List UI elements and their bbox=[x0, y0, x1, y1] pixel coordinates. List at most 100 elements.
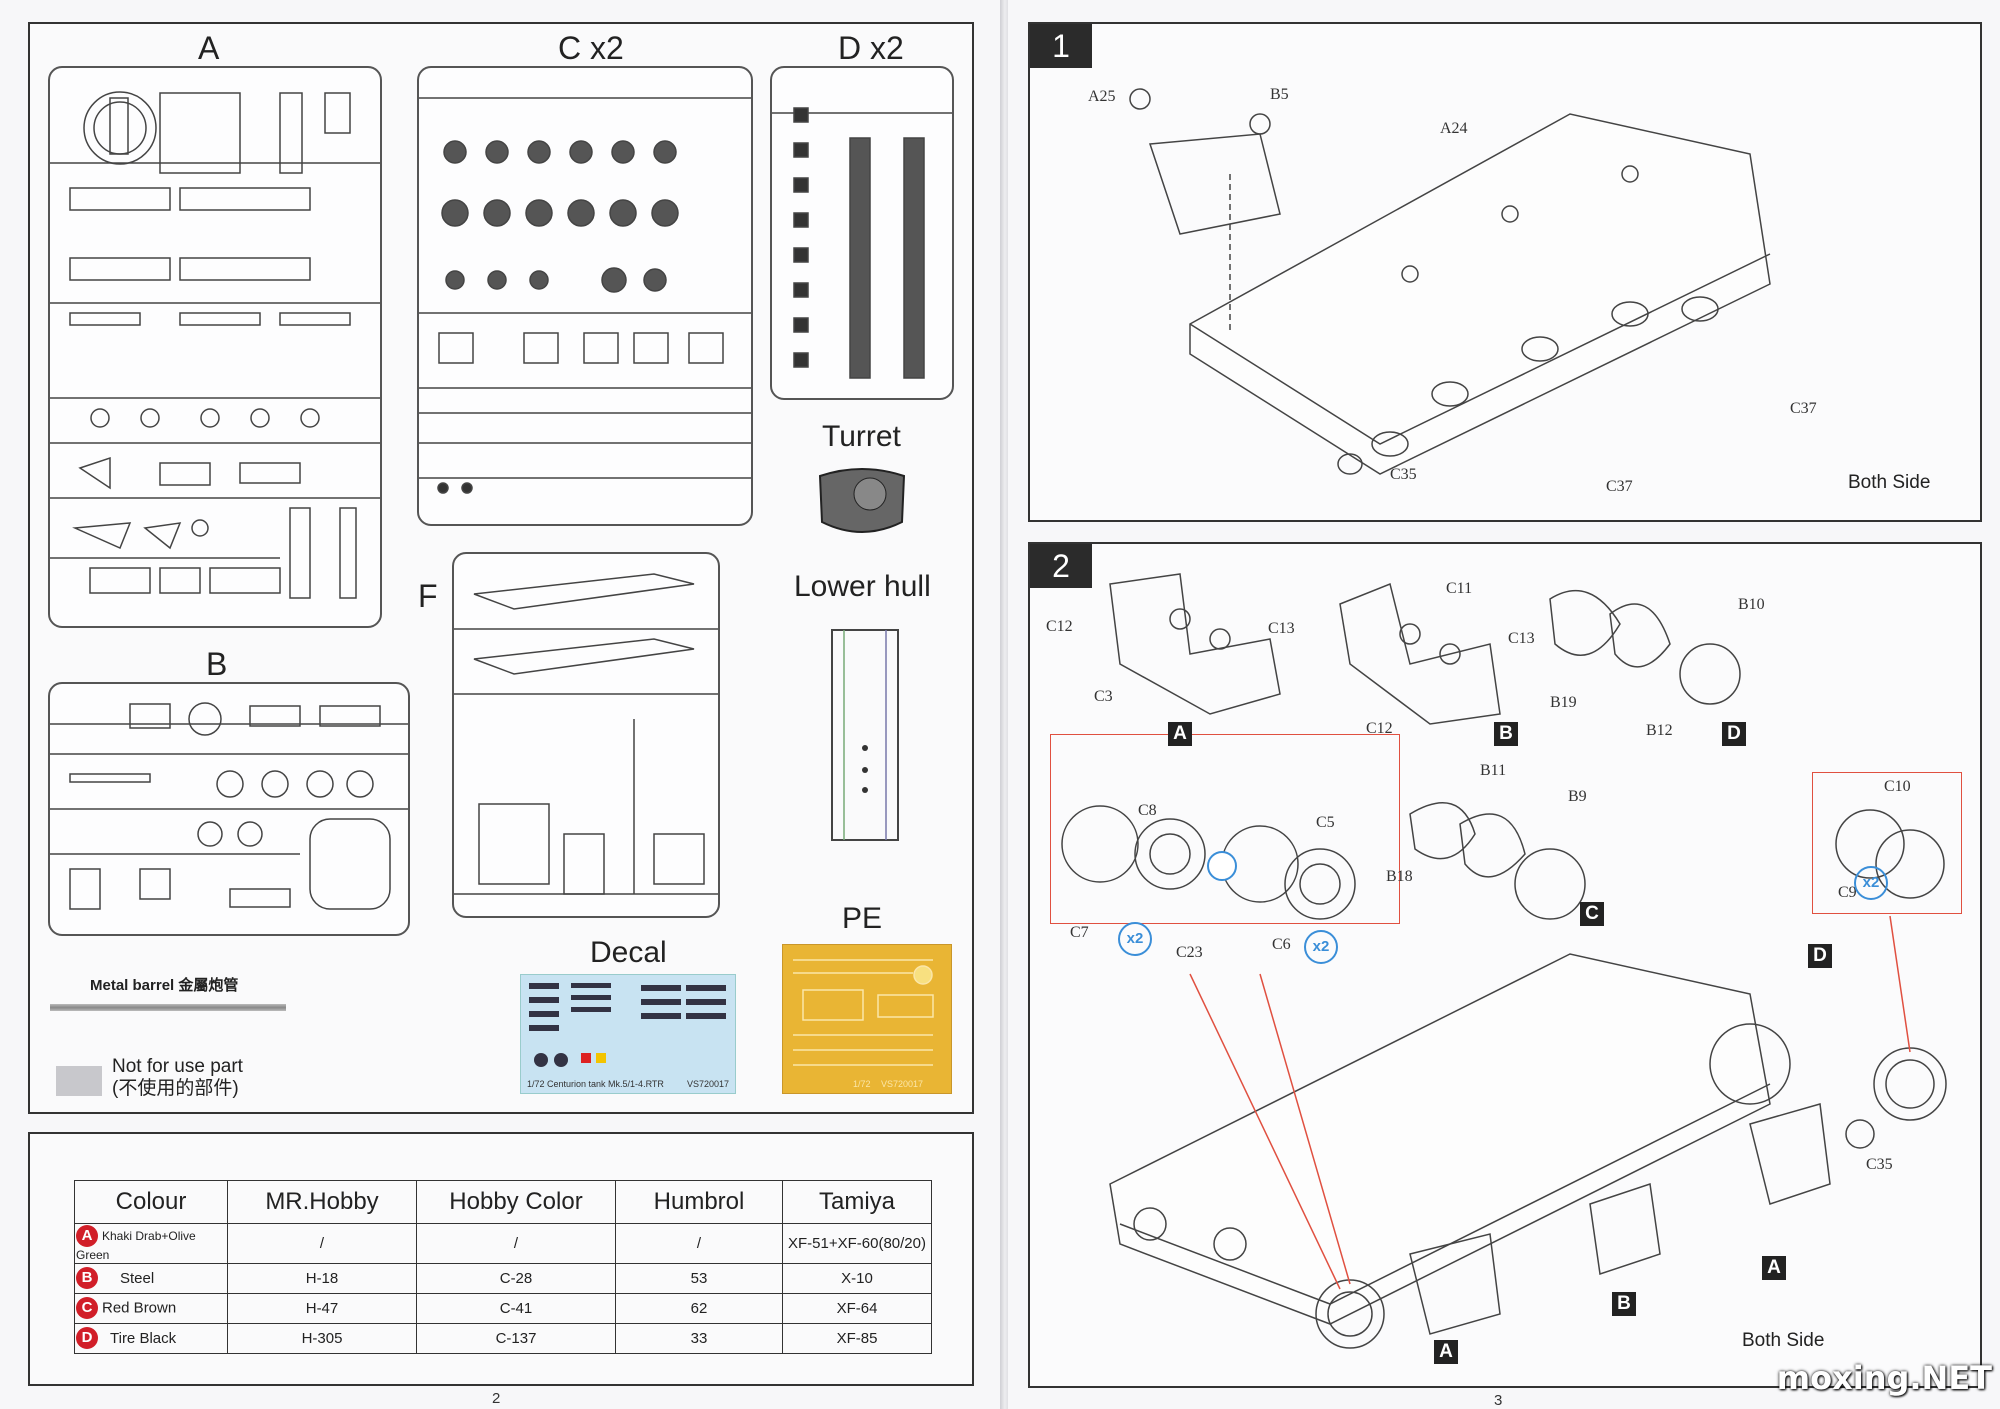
header-humbrol: Humbrol bbox=[615, 1180, 783, 1224]
colour-letter-badge: B bbox=[76, 1267, 98, 1290]
decal-sheet: 1/72 Centurion tank Mk.5/1-4.RTR VS72001… bbox=[520, 974, 736, 1094]
humbrol-cell: / bbox=[615, 1223, 783, 1264]
not-for-use-line2: (不使用的部件) bbox=[112, 1078, 239, 1099]
callout-c35: C35 bbox=[1390, 466, 1417, 483]
left-page: A bbox=[0, 0, 1004, 1409]
callout-b11: B11 bbox=[1480, 762, 1507, 779]
mr-hobby-cell: H-305 bbox=[227, 1322, 417, 1354]
callout-b19: B19 bbox=[1550, 694, 1577, 711]
callout-b12: B12 bbox=[1646, 722, 1673, 739]
callout-c23: C23 bbox=[1176, 944, 1203, 961]
callout-b18: B18 bbox=[1386, 868, 1413, 885]
sprue-f-drawing bbox=[454, 573, 718, 895]
table-row: D Tire Black H-305 C-137 33 XF-85 bbox=[74, 1322, 932, 1354]
header-mr-hobby: MR.Hobby bbox=[227, 1180, 417, 1224]
mr-hobby-cell: H-47 bbox=[227, 1292, 417, 1324]
sub-assembly-c-label: C bbox=[1580, 902, 1604, 926]
not-for-use-line1: Not for use part bbox=[112, 1056, 243, 1077]
colour-cell: B Steel bbox=[74, 1262, 228, 1294]
callout-c10: C10 bbox=[1884, 778, 1911, 795]
colour-letter-badge: D bbox=[76, 1327, 98, 1350]
sprue-b-label: B bbox=[206, 646, 228, 682]
hobby-color-cell: / bbox=[416, 1223, 616, 1264]
sprue-f bbox=[452, 552, 720, 918]
mr-hobby-cell: H-18 bbox=[227, 1262, 417, 1294]
page-number-left: 2 bbox=[492, 1390, 501, 1407]
humbrol-cell: 62 bbox=[615, 1292, 783, 1324]
header-tamiya: Tamiya bbox=[782, 1180, 932, 1224]
callout-c35-b: C35 bbox=[1866, 1156, 1893, 1173]
right-page: 1 A25 B5 A24 C37 C35 C37 Both Side 2 bbox=[1008, 0, 2000, 1409]
hobby-color-cell: C-137 bbox=[416, 1322, 616, 1354]
wheel-detail-box bbox=[1050, 734, 1400, 924]
lower-hull-label: Lower hull bbox=[794, 570, 931, 603]
colour-letter-badge: A bbox=[76, 1225, 98, 1247]
callout-b10: B10 bbox=[1738, 596, 1765, 613]
hobby-color-cell: C-41 bbox=[416, 1292, 616, 1324]
metal-barrel-drawing bbox=[50, 1004, 286, 1011]
colour-name: Khaki Drab+Olive Green bbox=[76, 1229, 196, 1262]
sprue-c bbox=[417, 66, 753, 526]
decal-caption-right: VS720017 bbox=[686, 1079, 729, 1089]
callout-c5: C5 bbox=[1316, 814, 1335, 831]
humbrol-cell: 33 bbox=[615, 1322, 783, 1354]
sub-assembly-a-label-hull-2: A bbox=[1434, 1340, 1458, 1364]
pe-fret-drawing bbox=[793, 959, 934, 1066]
sprue-d-label: D x2 bbox=[838, 30, 904, 66]
watermark: moxing.NET bbox=[1776, 1359, 1992, 1397]
pe-label: PE bbox=[842, 902, 883, 935]
sub-assembly-d-label: D bbox=[1722, 722, 1746, 746]
step-2-frame: 2 bbox=[1028, 542, 1982, 1388]
callout-c37-bottom: C37 bbox=[1606, 478, 1633, 495]
colour-name: Steel bbox=[120, 1269, 155, 1287]
turret-drawing bbox=[818, 468, 906, 533]
callout-c11: C11 bbox=[1446, 580, 1473, 597]
pe-fret: 1/72 VS720017 bbox=[782, 944, 952, 1094]
sub-assembly-a-label: A bbox=[1168, 722, 1192, 746]
mr-hobby-cell: / bbox=[227, 1223, 417, 1264]
decal-label: Decal bbox=[590, 936, 667, 969]
turret-label: Turret bbox=[822, 420, 901, 453]
callout-c7: C7 bbox=[1070, 924, 1089, 941]
step-2-drawing bbox=[1061, 573, 1947, 1349]
tamiya-cell: X-10 bbox=[782, 1262, 932, 1294]
page-number-right: 3 bbox=[1494, 1392, 1503, 1409]
colour-name: Tire Black bbox=[110, 1329, 177, 1347]
step-1-side-note: Both Side bbox=[1848, 472, 1931, 493]
sprue-b-drawing bbox=[50, 702, 408, 910]
tamiya-cell: XF-85 bbox=[782, 1322, 932, 1354]
sprue-c-drawing bbox=[419, 97, 751, 494]
humbrol-cell: 53 bbox=[615, 1262, 783, 1294]
quantity-x2-badge: x2 bbox=[1118, 922, 1152, 956]
sub-assembly-d-label-hull: D bbox=[1808, 944, 1832, 968]
decal-caption-left: 1/72 Centurion tank Mk.5/1-4.RTR bbox=[527, 1079, 664, 1089]
step-2-number: 2 bbox=[1030, 544, 1092, 588]
step-1-drawing bbox=[1129, 88, 1771, 475]
step-1-frame: 1 A25 B5 A24 C37 C35 C37 Both Side bbox=[1028, 22, 1982, 522]
quantity-x2-badge: x2 bbox=[1304, 930, 1338, 964]
paint-table-header-row: Colour MR.Hobby Hobby Color Humbrol Tami… bbox=[74, 1180, 932, 1224]
step-2-side-note: Both Side bbox=[1742, 1330, 1825, 1351]
hobby-color-cell: C-28 bbox=[416, 1262, 616, 1294]
header-hobby-color: Hobby Color bbox=[416, 1180, 616, 1224]
callout-a24: A24 bbox=[1440, 120, 1468, 137]
sub-assembly-b-label: B bbox=[1494, 722, 1518, 746]
callout-b5: B5 bbox=[1270, 86, 1289, 103]
callout-a25: A25 bbox=[1088, 88, 1116, 105]
colour-cell: D Tire Black bbox=[74, 1322, 228, 1354]
callout-c13-b: C13 bbox=[1508, 630, 1535, 647]
tamiya-cell: XF-51+XF-60(80/20) bbox=[782, 1223, 932, 1264]
sprocket-detail-box bbox=[1812, 772, 1962, 914]
header-colour: Colour bbox=[74, 1180, 228, 1224]
sprue-a-drawing bbox=[50, 91, 380, 599]
callout-c37-right: C37 bbox=[1790, 400, 1817, 417]
not-for-use-text: Not for use part (不使用的部件) bbox=[112, 1056, 243, 1100]
callout-b9: B9 bbox=[1568, 788, 1587, 805]
callout-c12-b: C12 bbox=[1366, 720, 1393, 737]
sprue-f-label: F bbox=[418, 578, 438, 614]
quantity-x2-badge: x2 bbox=[1854, 866, 1888, 900]
